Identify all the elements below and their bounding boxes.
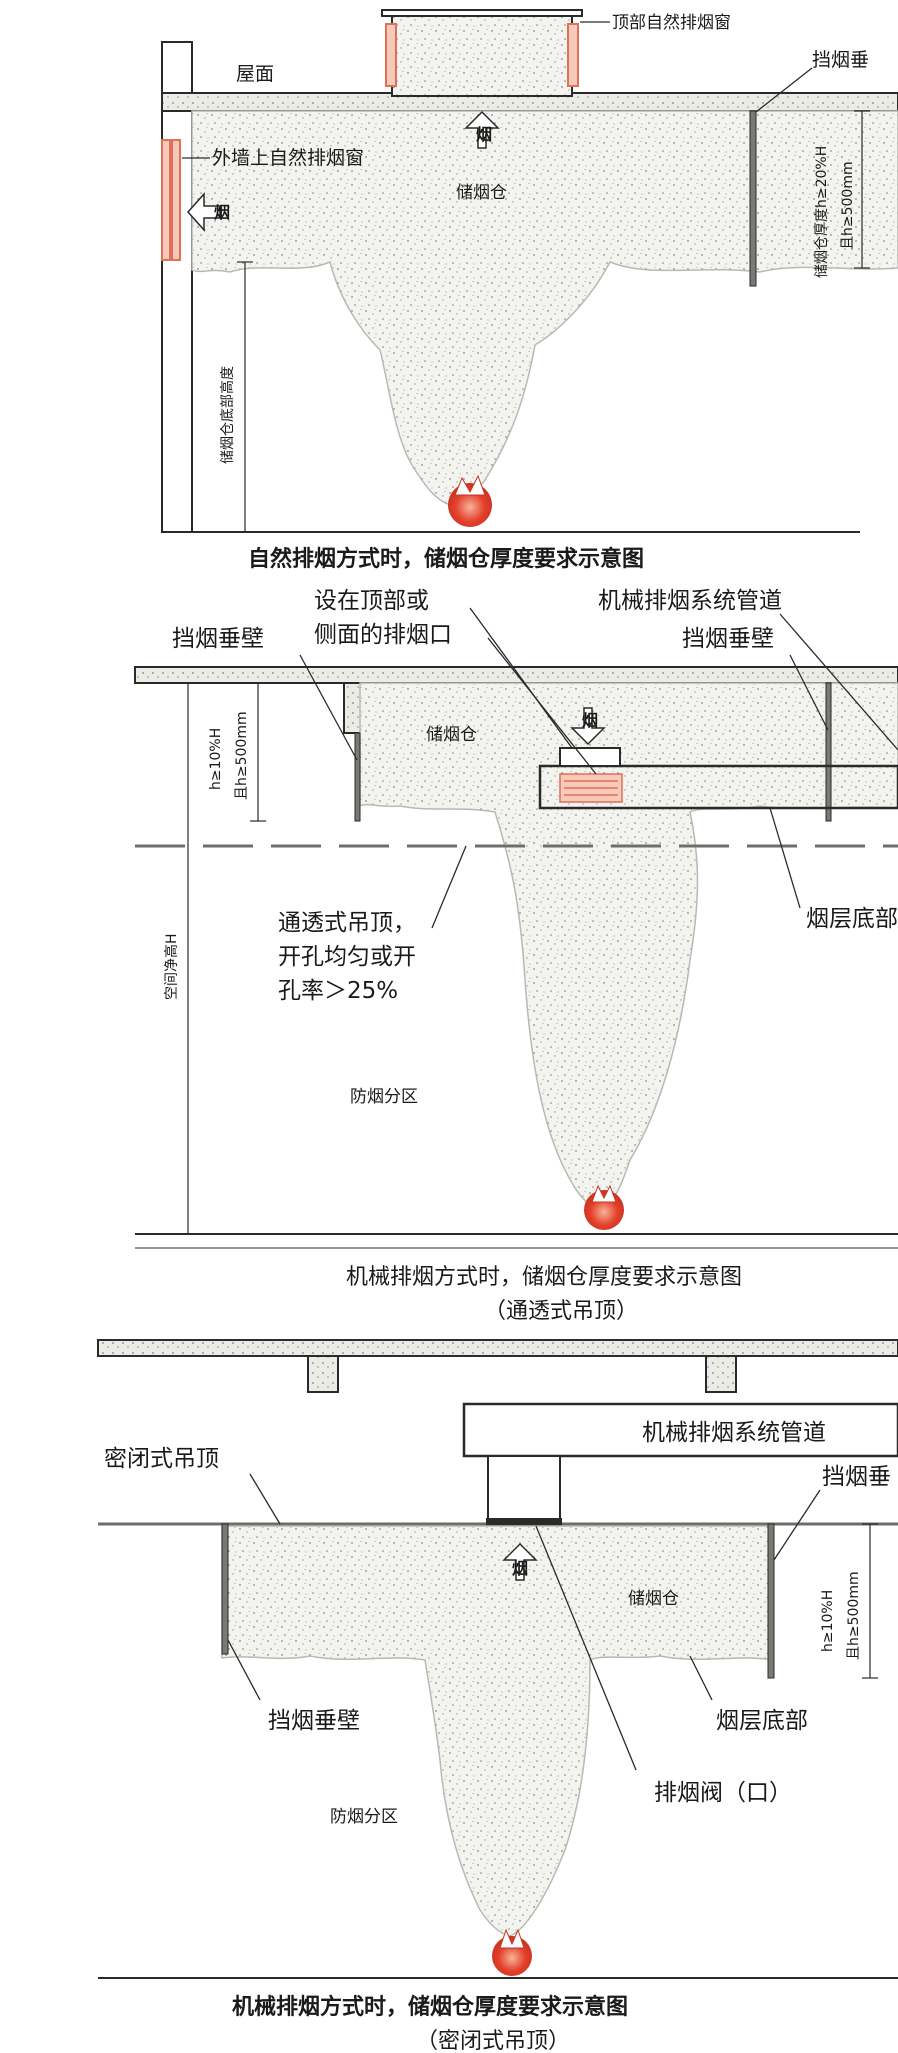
smoke-arrow-up-icon-3 bbox=[502, 1542, 538, 1581]
smoke-mass-3 bbox=[221, 1525, 773, 1937]
reservoir-label-1: 储烟仓 bbox=[456, 183, 507, 203]
smoke-bottom-leader-2 bbox=[769, 807, 801, 909]
roof-monitor bbox=[391, 13, 573, 97]
smoke-char-left: 烟 bbox=[214, 203, 230, 222]
valve-leader-3 bbox=[535, 1525, 637, 1771]
beam-right-3 bbox=[705, 1355, 737, 1393]
thickness-label: 储烟仓厚度h≥20%H bbox=[814, 146, 830, 278]
duct-label-2: 机械排烟系统管道 bbox=[598, 588, 782, 614]
beam-left-3 bbox=[307, 1355, 339, 1393]
ceiling-label-line3: 孔率＞25% bbox=[278, 978, 398, 1004]
smoke-bottom-label-2: 烟层底部 bbox=[806, 906, 898, 932]
roof-monitor-cap bbox=[381, 9, 583, 17]
fire-icon-3 bbox=[492, 1936, 532, 1976]
fire-icon-2 bbox=[584, 1190, 624, 1230]
diagram-natural-smoke-exhaust: 烟 烟 屋面 顶部自然排烟窗 挡烟垂 外墙上自然排烟窗 储烟仓 储烟仓厚度h≥2… bbox=[161, 9, 898, 572]
thickness-label-2b: 且h≥500mm bbox=[234, 711, 250, 800]
outlet-label-line1: 设在顶部或 bbox=[314, 588, 429, 614]
reservoir-label-2: 储烟仓 bbox=[426, 725, 477, 745]
top-window-label: 顶部自然排烟窗 bbox=[612, 13, 731, 33]
barrier-leader bbox=[755, 67, 813, 113]
outlet-label-line2: 侧面的排烟口 bbox=[314, 622, 452, 648]
bottom-height-label: 储烟仓底部高度 bbox=[219, 366, 236, 464]
sealed-ceiling-leader bbox=[249, 1473, 281, 1525]
barrier-label-right-3: 挡烟垂 bbox=[822, 1464, 891, 1490]
smoke-barrier bbox=[749, 110, 757, 287]
duct-drop-3 bbox=[487, 1455, 561, 1523]
exterior-wall bbox=[161, 41, 193, 533]
caption-2-line1: 机械排烟方式时，储烟仓厚度要求示意图 bbox=[346, 1265, 742, 1290]
barrier-right-2 bbox=[825, 682, 832, 822]
ceiling-label-line1: 通透式吊顶， bbox=[278, 910, 416, 936]
roof-label: 屋面 bbox=[236, 63, 274, 85]
barrier-left-leader-2 bbox=[299, 654, 358, 761]
barrier-label-left-2: 挡烟垂壁 bbox=[172, 626, 264, 652]
barrier-left-2 bbox=[354, 732, 361, 822]
barrier-label-right-2: 挡烟垂壁 bbox=[682, 626, 774, 652]
structural-slab-3 bbox=[97, 1339, 898, 1357]
thickness-label-3a: h≥10%H bbox=[820, 1590, 836, 1652]
exhaust-duct-2 bbox=[538, 764, 898, 810]
flame-icon-2 bbox=[591, 1184, 617, 1203]
thickness-label-2: 且h≥500mm bbox=[840, 161, 856, 250]
outlet-leader-2 bbox=[487, 637, 597, 775]
caption-2-line2: （通透式吊顶） bbox=[484, 1299, 638, 1324]
smoke-mass bbox=[191, 110, 898, 506]
exhaust-duct-3 bbox=[462, 1402, 898, 1458]
reservoir-label-3: 储烟仓 bbox=[628, 1589, 679, 1609]
valve-label-3: 排烟阀（口） bbox=[654, 1780, 792, 1806]
zone-label-3: 防烟分区 bbox=[330, 1807, 398, 1827]
barrier-left-3 bbox=[221, 1523, 229, 1655]
smoke-char-3: 烟 bbox=[512, 1559, 528, 1578]
flame-icon bbox=[454, 474, 486, 496]
barrier-label-left-3: 挡烟垂壁 bbox=[268, 1708, 360, 1734]
duct-label-3: 机械排烟系统管道 bbox=[642, 1420, 826, 1446]
smoke-bottom-leader-3 bbox=[689, 1655, 713, 1701]
top-window-left bbox=[385, 23, 397, 87]
smoke-char-2: 烟 bbox=[582, 711, 598, 730]
flame-icon-3 bbox=[499, 1928, 525, 1949]
sealed-ceiling-label: 密闭式吊顶 bbox=[104, 1446, 219, 1472]
diagram-mechanical-open-ceiling: 烟 设在顶部或 侧面的排烟口 机械排烟系统管道 挡烟垂壁 挡烟垂壁 储烟仓 h≥… bbox=[134, 588, 898, 1324]
smoke-arrow-down-icon bbox=[570, 707, 606, 746]
thickness-label-2a: h≥10%H bbox=[208, 728, 224, 790]
caption-3-line2: （密闭式吊顶） bbox=[416, 2029, 570, 2053]
outlet-leader-1 bbox=[469, 607, 573, 749]
wall-window-label: 外墙上自然排烟窗 bbox=[212, 147, 364, 169]
top-window-right bbox=[567, 23, 579, 87]
ceiling-slab-2 bbox=[134, 666, 898, 684]
ceiling-label-line2: 开孔均匀或开 bbox=[278, 944, 416, 970]
top-outlet-2 bbox=[559, 747, 621, 767]
zone-label-2: 防烟分区 bbox=[350, 1087, 418, 1107]
wall-window-left bbox=[161, 139, 171, 261]
exhaust-valve-3 bbox=[486, 1518, 562, 1526]
smoke-arrow-left-icon bbox=[186, 192, 221, 232]
smoke-mass-2 bbox=[359, 682, 898, 1211]
side-outlet-grille-icon bbox=[559, 773, 623, 803]
fire-icon bbox=[448, 483, 492, 527]
barrier-left-leader-3 bbox=[227, 1639, 261, 1701]
barrier-right-leader-3 bbox=[773, 1489, 821, 1561]
barrier-label: 挡烟垂 bbox=[812, 49, 869, 71]
clear-height-label: 空间净高H bbox=[163, 933, 180, 1000]
diagram-mechanical-sealed-ceiling: 烟 机械排烟系统管道 密闭式吊顶 挡烟垂 储烟仓 h≥10%H 且h≥500mm… bbox=[97, 1339, 898, 2053]
barrier-right-leader-2 bbox=[789, 654, 829, 731]
duct-leader-2 bbox=[779, 613, 898, 751]
barrier-right-3 bbox=[767, 1523, 775, 1679]
caption-3-line1: 机械排烟方式时，储烟仓厚度要求示意图 bbox=[232, 1994, 628, 2020]
wall-window-right bbox=[171, 139, 181, 261]
smoke-bottom-label-3: 烟层底部 bbox=[716, 1708, 808, 1734]
ceiling-leader-2 bbox=[431, 845, 467, 929]
smoke-char-up: 烟 bbox=[476, 125, 492, 144]
caption-1: 自然排烟方式时，储烟仓厚度要求示意图 bbox=[248, 546, 644, 572]
thickness-label-3b: 且h≥500mm bbox=[846, 1571, 862, 1660]
smoke-arrow-up-icon bbox=[464, 110, 500, 149]
